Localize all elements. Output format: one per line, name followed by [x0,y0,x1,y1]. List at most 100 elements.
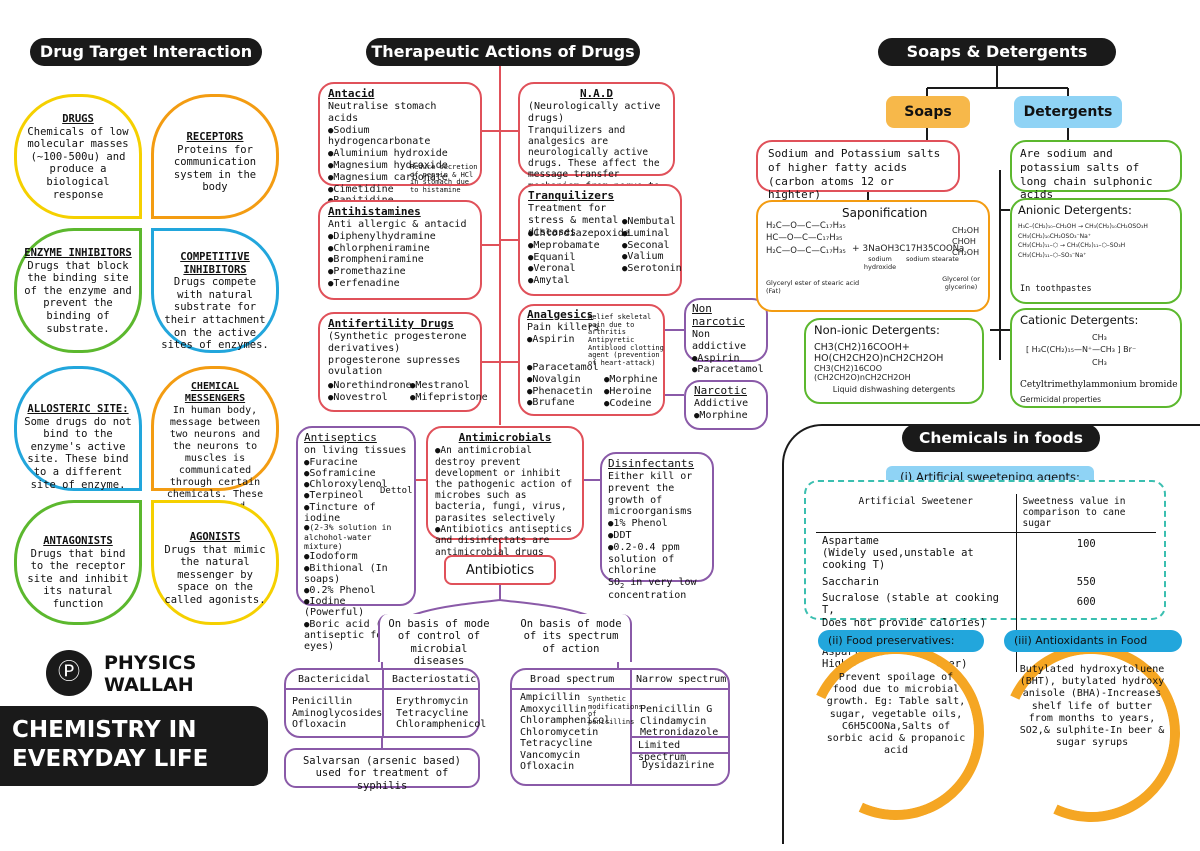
antioxidants-tag: (iii) Antioxidants in Food [1004,630,1182,652]
bact-hline [286,688,478,690]
bacteriostatic-item: Tetracycline [396,707,469,719]
antacid-title: Antacid [328,87,375,100]
disinf-so2: SO2 in very low concentration [608,577,706,602]
tranq-item: Valium [622,251,682,263]
preservatives-inner [818,654,974,810]
sweet-note: (Widely used,unstable at cooking T) [822,546,974,572]
bactericidal-item: Penicillin [292,696,353,707]
sweet-value: 600 [1076,596,1096,609]
petal-antagonists: ANTAGONISTS Drugs that bind to the recep… [14,500,142,625]
nad-desc: (Neurologically active drugs) [528,100,661,124]
antihist-desc: Anti allergic & antacid [328,218,467,230]
nad-title: N.A.D [579,87,614,100]
analg-aspirin: Aspirin [527,334,656,346]
sweet-header-2: Sweetness value in comparison to cane su… [1022,496,1126,530]
sweet-header-row: Artificial Sweetener Sweetness value in … [816,494,1156,533]
narc-desc: Addictive [694,397,749,409]
sweet-note: Does not provide calories) [822,616,987,629]
antacid-item: Magnesium carbonate [328,172,472,184]
enzyme-title: ENZYME INHIBITORS [24,247,132,259]
dettol-label: Dettol [380,486,413,496]
antiseptic-item: Iodoform [304,551,408,562]
disinf-text: Either kill or prevent the growth of mic… [608,470,693,518]
narrow-item: Penicillin G [640,704,713,715]
basis-control-box: On basis of mode of control of microbial… [378,614,498,667]
anionic-reaction: H₃C–(CH₂)₁₀–CH₂OH → CH₃(CH₂)₁₀CH₂OSO₃H C… [1018,222,1178,260]
antifertility-box: Antifertility Drugs (Synthetic progester… [318,312,488,412]
brand-name-line1: PHYSICS [104,652,197,674]
antifert-item: Norethindrone [328,380,411,392]
antiseptic-item: Bithional (In soaps) [304,563,408,585]
brand-name-line2: WALLAH [104,674,194,696]
analgesics-box: Analgesics Pain killers Aspirin Relief s… [518,304,665,416]
antihist-list: Diphenylhydramine Chlorpheniramine Bromp… [328,231,472,290]
petal-chemical-messengers: CHEMICAL MESSENGERS In human body, messa… [151,366,279,524]
brand-name: PHYSICS WALLAH [104,652,196,696]
cationic-structure: CH₃ [ H₃C(CH₂)₁₅—N⁺—CH₃ ] Br⁻ CH₃ [1026,332,1166,369]
antiseptic-item: 0.2% Phenol [304,585,408,596]
nonnarc-desc: Non addictive [692,328,747,352]
nonionic-title: Non-ionic Detergents: [814,323,940,337]
glycerol-line2: CHOH [952,236,976,246]
pw-logo: Ⓟ [46,650,92,696]
petal-allosteric-site: ALLOSTERIC SITE: Some drugs do not bind … [14,366,142,491]
sapon-glyceryl-label: Glyceryl ester of stearic acid (Fat) [766,279,860,295]
antiseptic-title: Antiseptics [304,431,377,444]
antihist-item: Chlorpheniramine [328,243,472,255]
anionic-box: Anionic Detergents: H₃C–(CH₂)₁₀–CH₂OH → … [1010,198,1182,304]
sapon-naoh-sub: sodium hydroxide [863,255,897,271]
sapon-glycerol-label: Glycerol (or glycerine) [942,275,980,291]
header-soaps-detergents: Soaps & Detergents [878,38,1116,66]
analg-title: Analgesics [527,308,594,321]
sd-link-top [926,66,1069,96]
nonnarc-title: Non narcotic [692,302,745,328]
cationic-use: Germicidal properties [1020,395,1102,404]
petal-receptors: RECEPTORS Proteins for communication sys… [151,94,279,219]
anionic-use: In toothpastes [1020,284,1092,294]
sweet-row-name-cell: Saccharin [816,573,1017,591]
antifert-desc2: progesterone supresses ovulation [328,354,461,378]
antifert-title: Antifertility Drugs [328,317,454,330]
sweet-name: Aspartame [822,534,879,547]
header-drug-target-interaction: Drug Target Interaction [30,38,262,66]
antimicro-item: An antimicrobial destroy prevent develop… [435,445,575,524]
antihist-item: Diphenylhydramine [328,231,472,243]
nad-box: N.A.D (Neurologically active drugs) Tran… [518,82,675,203]
header-therapeutic-actions: Therapeutic Actions of Drugs [366,38,640,66]
narc-list: Morphine [694,410,758,422]
fat-line1: H₂C—O—C—C₁₇H₃₅ [766,221,846,231]
preservatives-tag: (ii) Food preservatives: [818,630,984,652]
tranquilizers-box: Tranquilizers Treatment for stress & men… [518,184,682,296]
sweet-name: Saccharin [822,575,879,588]
disinf-item: 1% Phenol [608,518,706,530]
antifert-item: Novestrol [328,392,412,404]
petal-competitive-inhibitors: COMPETITIVE INHIBITORS Drugs compete wit… [151,228,279,353]
nonionic-line1: CH3(CH2)16COOH+ [814,341,910,353]
basis-spectrum-text: On basis of mode of its spectrum of acti… [520,618,622,655]
sweet-value: 550 [1076,575,1096,588]
disinf-title: Disinfectants [608,457,695,470]
antacid-item: Magnesium hydroxide [328,160,472,172]
antiseptics-box: Antiseptics on living tissues Furacine S… [296,426,416,652]
antagonists-title: ANTAGONISTS [43,535,113,547]
sweet-row: Saccharin 550 [816,573,1156,591]
tranq-item: Meprobamate [528,240,630,252]
soaps-tag: Soaps [886,96,970,128]
glycerol-line3: CH₂OH [952,247,980,257]
antihist-title: Antihistamines [328,205,421,218]
basis-spectrum-box: On basis of mode of its spectrum of acti… [512,614,632,662]
cationic-line2: [ H₃C(CH₂)₁₅—N⁺—CH₃ ] Br⁻ [1026,345,1137,355]
bact-divider [382,670,384,736]
petal-drugs: DRUGS Chemicals of low molecular masses … [14,94,142,219]
tranq-col2: Nembutal Luminal Seconal Valium Serotoni… [622,216,682,275]
broad-list: Ampicillin Amoxycillin Chloramphenicol C… [520,692,610,773]
antiseptic-item: Terpineol [304,490,408,501]
nonionic-line3: CH3(CH2)16COO (CH2CH2O)nCH2CH2OH [814,363,911,383]
analg-item: Novalgin [527,374,599,386]
cationic-box: Cationic Detergents: CH₃ [ H₃C(CH₂)₁₅—N⁺… [1010,308,1182,408]
salvarsan-box: Salvarsan (arsenic based) used for treat… [284,748,480,792]
narrow-item: Metronidazole [640,727,719,738]
sapon-fat-structure: H₂C—O—C—C₁₇H₃₅ HC—O—C—C₁₇H₃₅ H₂C—O—C—C₁₇… [766,220,856,257]
basis-control-text: On basis of mode of control of microbial… [388,618,490,668]
